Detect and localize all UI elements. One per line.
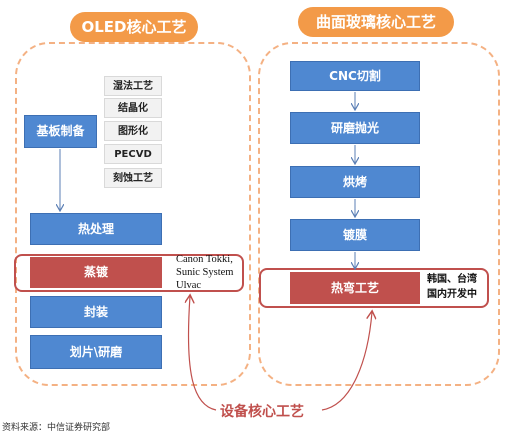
substrate-box: 基板制备: [24, 115, 97, 148]
oled-panel: [15, 42, 251, 386]
red-arrow-left: [188, 296, 217, 411]
substep-etch: 刻蚀工艺: [104, 168, 162, 188]
hot-bend-box: 热弯工艺: [290, 272, 420, 304]
evaporation-highlight: [14, 254, 244, 292]
step-coating: 镀膜: [290, 219, 420, 251]
substep-pattern: 图形化: [104, 121, 162, 141]
step-bake: 烘烤: [290, 166, 420, 198]
oled-title: OLED核心工艺: [70, 12, 198, 42]
vendor-2: Sunic System: [176, 267, 234, 278]
evaporation-box: 蒸镀: [30, 257, 162, 288]
encapsulation-box: 封装: [30, 296, 162, 328]
substep-wet: 湿法工艺: [104, 76, 162, 96]
step-polish: 研磨抛光: [290, 112, 420, 144]
hot-bend-highlight: [259, 268, 489, 308]
note-line-1: 韩国、台湾: [427, 274, 477, 285]
red-arrow-right: [321, 312, 372, 411]
source-footer: 资料来源：中信证券研究部: [2, 423, 111, 433]
vendor-list: Canon Tokki, Sunic System Ulvac: [176, 253, 246, 292]
curved-glass-title: 曲面玻璃核心工艺: [298, 7, 454, 37]
equipment-core-label: 设备核心工艺: [220, 404, 304, 420]
cutting-box: 划片\研磨: [30, 335, 162, 369]
step-cnc: CNC切割: [290, 61, 420, 91]
vendor-3: Ulvac: [176, 280, 202, 291]
substep-crystal: 结晶化: [104, 98, 162, 118]
curved-glass-panel: [258, 42, 500, 386]
heat-treatment-box: 热处理: [30, 213, 162, 245]
substep-pecvd: PECVD: [104, 144, 162, 164]
vendor-1: Canon Tokki,: [176, 254, 233, 265]
hot-bend-note: 韩国、台湾 国内开发中: [427, 272, 477, 302]
note-line-2: 国内开发中: [427, 289, 477, 300]
